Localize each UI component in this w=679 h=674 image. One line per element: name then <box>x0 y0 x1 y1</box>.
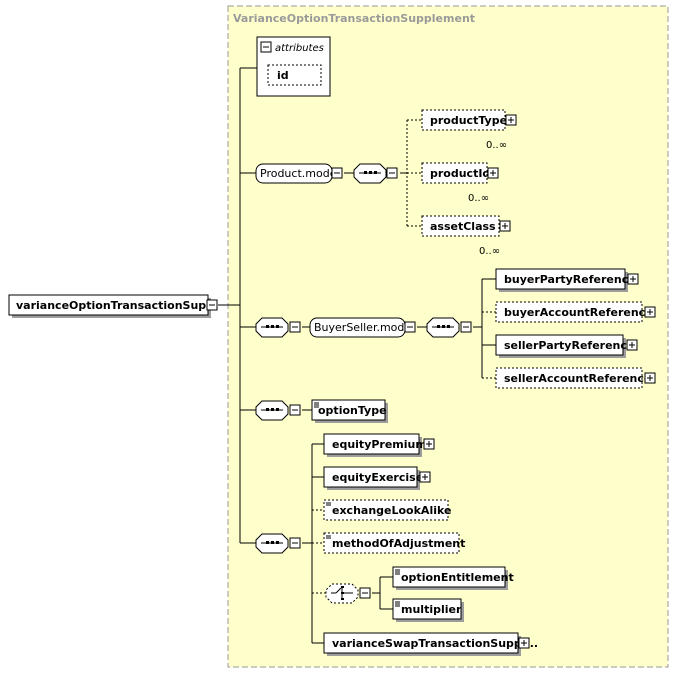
element-exchangeLookAlike[interactable]: exchangeLookAlike <box>323 499 451 521</box>
svg-text:optionEntitlement: optionEntitlement <box>401 571 514 584</box>
element-buyerAccountReference[interactable]: buyerAccountReference <box>495 301 656 323</box>
collapse-icon[interactable] <box>331 167 343 179</box>
element-varianceSwapTransactionSupplement[interactable]: varianceSwapTransactionSuppl... <box>323 632 538 656</box>
text-content-icon <box>395 569 400 575</box>
svg-text:Product.model: Product.model <box>260 167 340 180</box>
text-content-icon <box>395 601 400 607</box>
connector-lines <box>218 67 496 644</box>
text-content-icon <box>326 535 331 539</box>
svg-text:sellerPartyReference: sellerPartyReference <box>504 339 634 352</box>
attributes-header: attributes <box>275 43 324 54</box>
element-optionEntitlement[interactable]: optionEntitlement <box>392 566 514 590</box>
svg-text:buyerAccountReference: buyerAccountReference <box>504 306 653 319</box>
element-equityPremium[interactable]: equityPremium <box>323 433 435 457</box>
sequence-compositor-icon[interactable] <box>426 317 472 338</box>
element-assetClass[interactable]: assetClass 0..∞ <box>421 215 511 257</box>
choice-compositor-icon[interactable] <box>325 583 371 604</box>
product-model-group[interactable]: Product.model <box>255 163 343 184</box>
complex-type-title: VarianceOptionTransactionSupplement <box>233 12 475 25</box>
svg-text:sellerAccountReference: sellerAccountReference <box>504 372 651 385</box>
occurrence-label: 0..∞ <box>479 246 500 257</box>
sequence-compositor-icon[interactable] <box>255 317 301 338</box>
root-element[interactable]: varianceOptionTransactionSup... <box>8 294 219 318</box>
collapse-icon[interactable] <box>460 321 472 333</box>
collapse-icon[interactable] <box>289 321 301 333</box>
attributes-collapse-icon[interactable] <box>260 41 272 53</box>
svg-text:productId: productId <box>430 167 490 180</box>
collapse-icon[interactable] <box>359 587 371 599</box>
element-equityExercise[interactable]: equityExercise <box>323 466 431 490</box>
svg-text:buyerPartyReference: buyerPartyReference <box>504 273 636 286</box>
svg-text:optionType: optionType <box>318 404 387 417</box>
text-content-icon <box>326 502 331 506</box>
svg-text:productType: productType <box>430 114 507 127</box>
occurrence-label: 0..∞ <box>468 193 489 204</box>
collapse-icon[interactable] <box>289 537 301 549</box>
svg-text:id: id <box>277 69 289 82</box>
element-methodOfAdjustment[interactable]: methodOfAdjustment <box>323 532 465 554</box>
element-sellerAccountReference[interactable]: sellerAccountReference <box>495 367 656 389</box>
svg-text:equityPremium: equityPremium <box>332 438 427 451</box>
element-multiplier[interactable]: multiplier <box>392 598 464 622</box>
sequence-compositor-icon[interactable] <box>255 533 301 554</box>
svg-text:multiplier: multiplier <box>401 603 462 616</box>
buyer-seller-model-group[interactable]: BuyerSeller.model <box>309 317 416 338</box>
svg-text:varianceSwapTransactionSuppl..: varianceSwapTransactionSuppl... <box>332 637 538 650</box>
element-sellerPartyReference[interactable]: sellerPartyReference <box>495 334 638 358</box>
svg-text:equityExercise: equityExercise <box>332 471 423 484</box>
occurrence-label: 0..∞ <box>486 140 507 151</box>
text-content-icon <box>314 402 319 408</box>
svg-text:exchangeLookAlike: exchangeLookAlike <box>332 504 451 517</box>
svg-text:BuyerSeller.model: BuyerSeller.model <box>314 321 414 334</box>
attribute-id[interactable]: id <box>267 64 322 86</box>
sequence-compositor-icon[interactable] <box>353 163 398 184</box>
element-productId[interactable]: productId 0..∞ <box>421 162 499 204</box>
collapse-icon[interactable] <box>386 167 398 179</box>
collapse-icon[interactable] <box>289 404 301 416</box>
svg-text:methodOfAdjustment: methodOfAdjustment <box>332 537 465 550</box>
root-element-label: varianceOptionTransactionSup... <box>16 299 219 312</box>
sequence-compositor-icon[interactable] <box>255 400 301 421</box>
element-productType[interactable]: productType 0..∞ <box>421 109 517 151</box>
element-optionType[interactable]: optionType <box>311 399 388 423</box>
attributes-box: attributes id <box>256 36 331 97</box>
svg-text:assetClass: assetClass <box>430 220 496 233</box>
collapse-icon[interactable] <box>206 299 218 311</box>
element-buyerPartyReference[interactable]: buyerPartyReference <box>495 268 639 292</box>
collapse-icon[interactable] <box>404 321 416 333</box>
